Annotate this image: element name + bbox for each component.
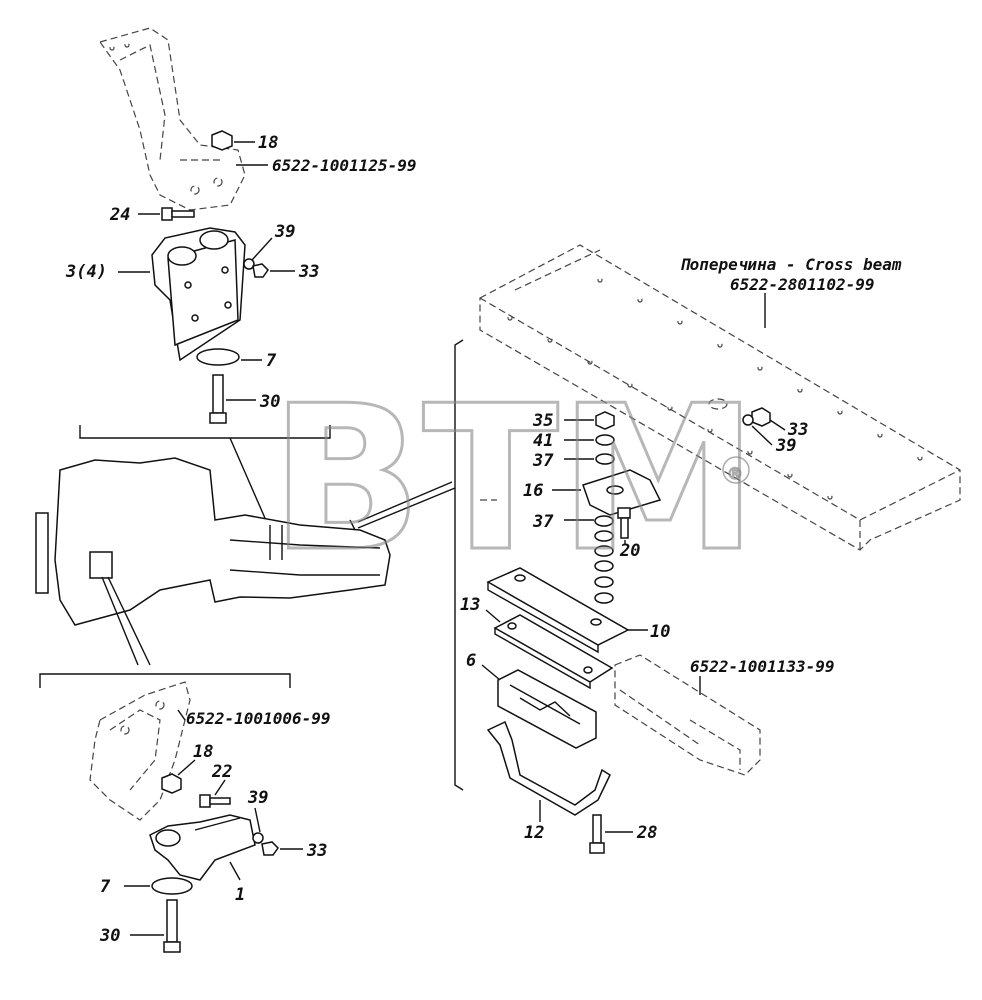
washer-39-bottom <box>252 832 264 844</box>
top-bracket-number: 6522-1001125-99 <box>272 156 417 175</box>
clamp-12 <box>486 720 611 816</box>
nut-35 <box>595 411 615 430</box>
cross-beam-outline <box>479 244 961 551</box>
callout-24: 24 <box>109 205 130 225</box>
cross-beam-label: Поперечина - Cross beam <box>680 255 902 274</box>
washer-7-top <box>196 348 240 366</box>
callout-18-top: 18 <box>258 133 278 153</box>
callout-22: 22 <box>211 762 232 782</box>
rear-group-bracket <box>454 339 464 791</box>
engine-gearbox-silhouette <box>35 457 391 626</box>
washer-39-beam <box>742 414 754 426</box>
engine-mount-1 <box>149 814 256 881</box>
callout-1: 1 <box>235 885 245 905</box>
top-bracket-outline <box>99 27 246 211</box>
registered-mark-circle <box>722 456 750 484</box>
bolt-24 <box>161 207 195 221</box>
bottom-group-bracket <box>39 673 291 688</box>
washer-stack-37 <box>594 515 614 604</box>
washer-7-bottom <box>151 877 193 895</box>
bolt-30-top <box>209 374 227 424</box>
nut-18-bottom <box>161 773 182 794</box>
callout-37-top: 37 <box>532 451 554 471</box>
engine-mount-3-4 <box>151 227 246 362</box>
callout-37-bottom: 37 <box>532 512 554 532</box>
callout-28: 28 <box>636 823 657 843</box>
bolt-20 <box>617 507 631 539</box>
cross-beam-number: 6522-2801102-99 <box>730 275 875 294</box>
nut-18-top <box>211 130 233 151</box>
top-group-bracket <box>79 425 331 439</box>
callout-33-bottom: 33 <box>306 841 327 861</box>
callout-39-bottom: 39 <box>247 788 268 808</box>
callout-33-top: 33 <box>298 262 319 282</box>
callout-39-top: 39 <box>274 222 295 242</box>
rubber-pad-6 <box>497 669 597 749</box>
callout-16: 16 <box>523 481 543 501</box>
callout-41: 41 <box>533 431 553 451</box>
bolt-28 <box>589 814 605 854</box>
plate-13 <box>493 614 614 690</box>
callout-6: 6 <box>466 651 476 671</box>
callout-13: 13 <box>460 595 480 615</box>
washer-41 <box>595 434 615 446</box>
bolt-22 <box>199 794 231 808</box>
callout-18-bottom: 18 <box>193 742 213 762</box>
callout-12: 12 <box>524 823 544 843</box>
callout-10: 10 <box>650 622 670 642</box>
callout-30-bottom: 30 <box>99 926 120 946</box>
washer-39-top <box>243 258 255 270</box>
front-bracket-outline <box>89 681 191 821</box>
nut-33-top <box>252 263 269 278</box>
registered-mark: ® <box>727 464 743 483</box>
washer-37-top <box>595 453 615 465</box>
callout-7-bottom: 7 <box>100 877 111 897</box>
rear-bracket-number: 6522-1001133-99 <box>690 657 835 676</box>
callout-39-beam: 39 <box>775 436 796 456</box>
callout-33-beam: 33 <box>787 420 808 440</box>
callout-30-top: 30 <box>259 392 280 412</box>
callout-3-4: 3(4) <box>65 262 107 282</box>
front-bracket-number: 6522-1001006-99 <box>186 709 331 728</box>
callout-20: 20 <box>619 541 640 561</box>
btm-watermark: BTM <box>270 363 758 596</box>
callout-35: 35 <box>532 411 553 431</box>
bolt-30-bottom <box>163 899 181 953</box>
nut-33-bottom <box>261 841 279 856</box>
callout-7-top: 7 <box>266 351 277 371</box>
bracket-16 <box>582 469 662 516</box>
rear-bracket-outline <box>614 654 761 776</box>
